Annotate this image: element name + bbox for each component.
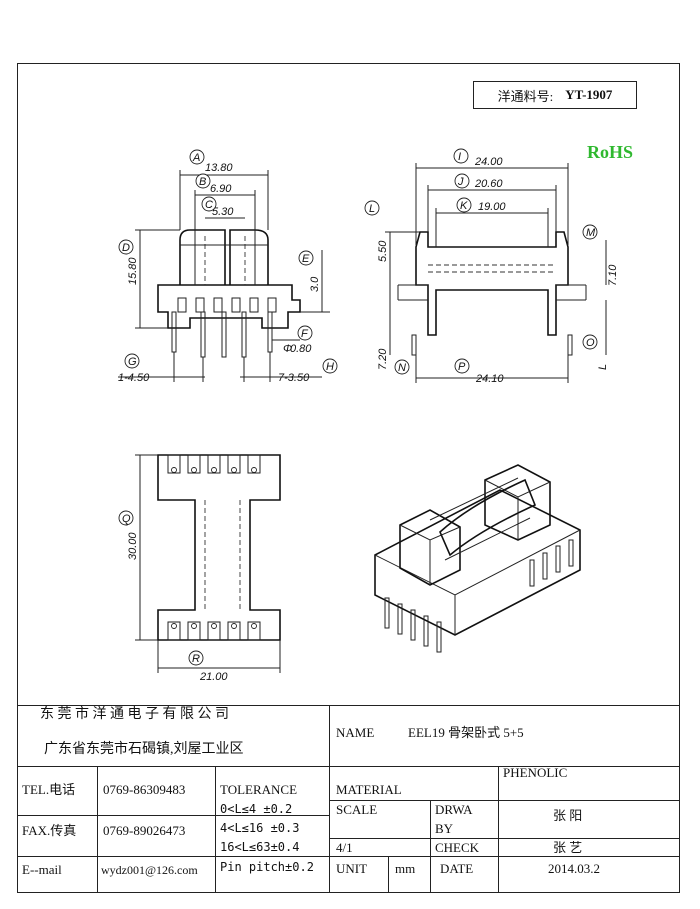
dim-K: 19.00	[478, 201, 506, 213]
scale-value: 4/1	[336, 840, 353, 855]
part-number-value: YT-1907	[565, 87, 613, 102]
material-label: MATERIAL	[336, 782, 402, 797]
marker-J: J	[457, 176, 464, 188]
date-label: DATE	[440, 861, 474, 876]
dim-E: 3.0	[309, 276, 321, 292]
marker-C: C	[205, 199, 213, 211]
tolerance-row-4: Pin pitch±0.2	[220, 860, 314, 874]
marker-M: M	[586, 227, 596, 239]
marker-G: G	[128, 356, 137, 368]
drawn-label-1: DRWA	[435, 802, 473, 817]
dim-F: 0.80	[290, 343, 312, 355]
marker-N: N	[398, 362, 406, 374]
part-number-box: 洋通料号: YT-1907	[473, 81, 637, 109]
check-value: 张 艺	[553, 840, 583, 855]
company-address: 广东省东莞市石碣镇,刘屋工业区	[44, 742, 244, 757]
part-number-label: 洋通料号:	[497, 88, 554, 104]
side-view	[385, 163, 607, 383]
marker-A: A	[192, 152, 200, 164]
material-value: PHENOLIC	[503, 765, 568, 780]
dim-L: 5.50	[377, 240, 389, 262]
dim-D: 15.80	[127, 257, 139, 285]
tolerance-row-3: 16<L≤63±0.4	[220, 840, 300, 854]
dim-R: 21.00	[199, 671, 228, 683]
drawing-frame	[17, 63, 680, 893]
side-letter: L	[597, 364, 609, 370]
marker-E: E	[302, 253, 310, 265]
bottom-view	[135, 454, 281, 673]
dim-B: 6.90	[210, 183, 232, 195]
tel-label: TEL.电话	[22, 782, 76, 797]
check-label: CHECK	[435, 840, 480, 855]
marker-P: P	[458, 361, 466, 373]
rohs-mark: RoHS	[587, 142, 634, 162]
tolerance-row-2: 4<L≤16 ±0.3	[220, 821, 300, 835]
tel-value: 0769-86309483	[103, 782, 186, 797]
marker-D: D	[122, 242, 130, 254]
dim-I: 24.00	[474, 156, 503, 168]
dim-H: 7-3.50	[278, 372, 310, 384]
marker-K: K	[460, 200, 468, 212]
dim-F-prefix: Φ	[283, 343, 292, 355]
marker-H: H	[326, 361, 334, 373]
dim-G: 1-4.50	[118, 372, 150, 384]
marker-O: O	[586, 337, 595, 349]
isometric-view	[374, 464, 581, 653]
drawn-value: 张 阳	[553, 808, 583, 823]
dim-M: 7.10	[607, 264, 619, 286]
dimension-labels: 13.80 6.90 5.30 15.80 3.0 0.80 Φ 1-4.50 …	[118, 156, 619, 683]
drawn-label-2: BY	[435, 821, 454, 836]
company-name: 东 莞 市 洋 通 电 子 有 限 公 司	[40, 707, 229, 722]
unit-label: UNIT	[336, 861, 368, 876]
dim-N: 7.20	[377, 348, 389, 370]
dim-Q: 30.00	[127, 532, 139, 560]
email-label: E--mail	[22, 862, 62, 877]
dim-A: 13.80	[205, 162, 233, 174]
tolerance-row-1: 0<L≤4 ±0.2	[220, 802, 293, 816]
name-label: NAME	[336, 725, 375, 740]
name-value: EEL19 骨架卧式 5+5	[408, 725, 524, 740]
reference-markers: A B C D E F G H I J K L M N O P Q R	[118, 148, 598, 666]
email-value: wydz001@126.com	[101, 863, 198, 877]
front-view	[118, 170, 330, 382]
marker-L: L	[369, 203, 375, 215]
fax-label: FAX.传真	[22, 823, 77, 838]
marker-F: F	[301, 328, 309, 340]
dim-P: 24.10	[475, 373, 504, 385]
marker-Q: Q	[122, 513, 131, 525]
dim-J: 20.60	[474, 178, 503, 190]
date-value: 2014.03.2	[548, 861, 600, 876]
marker-R: R	[192, 653, 200, 665]
scale-label: SCALE	[336, 802, 378, 817]
marker-I: I	[458, 151, 461, 163]
marker-B: B	[199, 176, 206, 188]
unit-value: mm	[395, 861, 416, 876]
tolerance-label: TOLERANCE	[220, 782, 298, 797]
fax-value: 0769-89026473	[103, 823, 186, 838]
dim-C: 5.30	[212, 206, 234, 218]
